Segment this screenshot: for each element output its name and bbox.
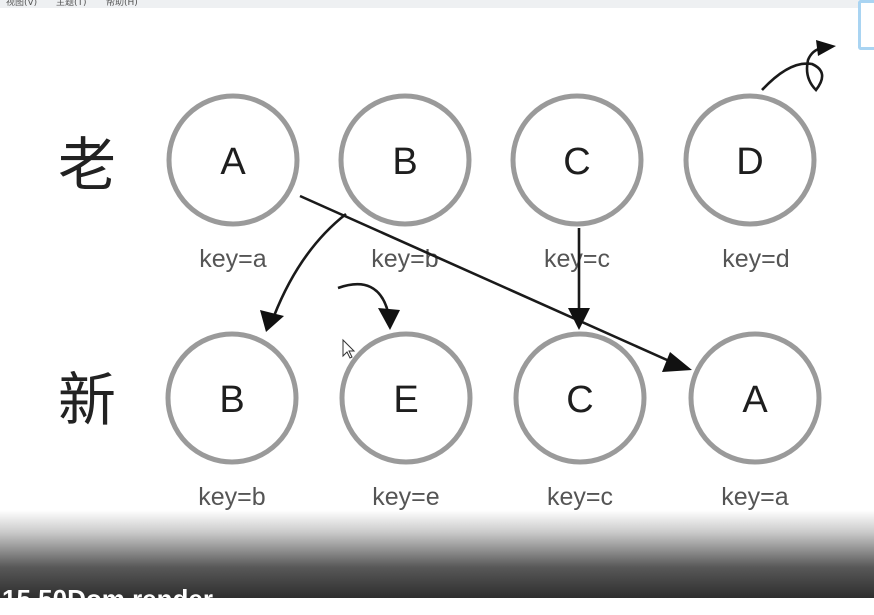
new-node-4-circle — [688, 331, 822, 465]
arrow-e-line — [337, 283, 390, 313]
side-panel-tab[interactable] — [858, 0, 874, 50]
arrow-b-to-new-b — [260, 212, 347, 332]
arrow-d-line — [761, 46, 824, 92]
old-node-3-circle — [510, 93, 644, 227]
old-node-4: D key=d — [683, 93, 817, 273]
row-label-new: 新 — [58, 366, 116, 434]
vnode-diff-diagram: 老 新 A key=a B key=b C key=c D key=d B ke… — [58, 40, 836, 511]
row-label-old: 老 — [58, 131, 116, 199]
old-node-3-key: key=c — [544, 245, 610, 273]
menu-item-help[interactable]: 帮助(H) — [106, 0, 138, 8]
old-node-3-letter: C — [563, 141, 590, 183]
new-node-3-circle — [513, 331, 647, 465]
arrow-e-head — [378, 308, 400, 330]
old-node-1: A key=a — [166, 93, 300, 273]
new-node-1-circle — [165, 331, 299, 465]
arrow-e-insert — [337, 283, 400, 330]
old-node-1-circle — [166, 93, 300, 227]
old-node-4-circle — [683, 93, 817, 227]
new-node-3-letter: C — [566, 379, 593, 421]
menu-item-theme[interactable]: 主题(T) — [56, 0, 87, 8]
old-node-4-letter: D — [736, 141, 763, 183]
menu-item-view[interactable]: 视图(V) — [6, 0, 38, 8]
arrow-a-to-new-a — [299, 194, 692, 372]
new-node-2-circle — [339, 331, 473, 465]
new-node-1-key: key=b — [198, 483, 265, 511]
video-title: 15.50Dom render — [2, 584, 213, 614]
arrow-a-head — [662, 352, 692, 372]
old-node-2-key: key=b — [371, 245, 438, 273]
menu-bar: 视图(V) 主题(T) 帮助(H) — [0, 0, 874, 8]
new-node-4-key: key=a — [721, 483, 789, 511]
mouse-cursor-icon — [342, 338, 356, 359]
new-node-2-letter: E — [393, 379, 418, 421]
arrow-a-line — [299, 194, 677, 366]
new-node-2-key: key=e — [372, 483, 439, 511]
arrow-b-head — [260, 310, 284, 332]
new-node-4: A key=a — [688, 331, 822, 511]
old-node-1-letter: A — [220, 141, 246, 183]
old-node-3: C key=c — [510, 93, 644, 273]
arrow-d-head — [816, 40, 836, 56]
arrow-c-head — [568, 308, 590, 330]
new-node-1-letter: B — [219, 379, 244, 421]
new-node-1: B key=b — [165, 331, 299, 511]
arrow-d-remove — [761, 40, 836, 92]
new-node-2: E key=e — [339, 331, 473, 511]
new-node-4-letter: A — [742, 379, 768, 421]
old-node-2-letter: B — [392, 141, 417, 183]
old-node-1-key: key=a — [199, 245, 267, 273]
old-node-2: B key=b — [338, 93, 472, 273]
old-node-4-key: key=d — [722, 245, 789, 273]
new-node-3-key: key=c — [547, 483, 613, 511]
arrow-b-line — [272, 212, 347, 317]
new-node-3: C key=c — [513, 331, 647, 511]
video-caption-bar — [0, 510, 874, 598]
arrow-c-to-new-c — [568, 228, 590, 330]
old-node-2-circle — [338, 93, 472, 227]
